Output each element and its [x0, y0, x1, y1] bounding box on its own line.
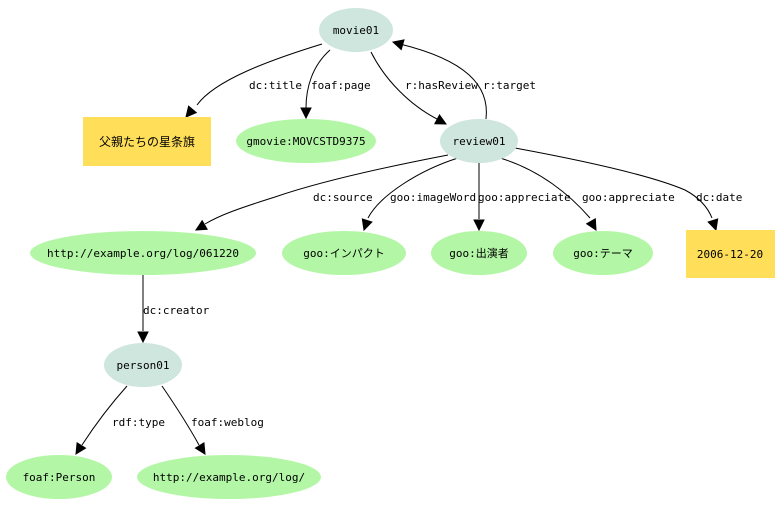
- edge-label-dc-source: dc:source: [313, 191, 373, 204]
- node-label-goo-theme: goo:テーマ: [573, 247, 633, 260]
- edge-review-target: r:target: [391, 39, 536, 120]
- nodes: movie01 父親たちの星条旗 gmovie:MOVCSTD9375 revi…: [6, 8, 775, 499]
- edge-review-imageword: goo:imageWord: [361, 157, 476, 232]
- node-label-movie01: movie01: [333, 24, 379, 37]
- edge-label-foaf-weblog: foaf:weblog: [191, 416, 264, 429]
- node-label-date-literal: 2006-12-20: [697, 248, 763, 261]
- edge-movie-page: foaf:page: [300, 49, 371, 120]
- edge-label-foaf-page: foaf:page: [311, 79, 371, 92]
- node-foaf-person: foaf:Person: [6, 455, 112, 499]
- node-title-literal: 父親たちの星条旗: [83, 117, 211, 166]
- edge-person-weblog: foaf:weblog: [161, 385, 264, 455]
- node-label-gmovie: gmovie:MOVCSTD9375: [246, 135, 365, 148]
- node-label-log-061220: http://example.org/log/061220: [47, 247, 239, 260]
- edge-review-date: dc:date: [514, 147, 742, 232]
- node-label-goo-impact: goo:インパクト: [303, 247, 385, 260]
- node-gmovie: gmovie:MOVCSTD9375: [236, 119, 376, 163]
- edge-movie-title: dc:title: [185, 43, 323, 118]
- node-date-literal: 2006-12-20: [686, 230, 775, 278]
- node-log-root: http://example.org/log/: [137, 455, 321, 499]
- node-goo-impact: goo:インパクト: [282, 231, 406, 275]
- edge-log-creator: dc:creator: [137, 275, 210, 344]
- edge-label-dc-creator: dc:creator: [143, 304, 210, 317]
- edge-label-appreciate-2: goo:appreciate: [582, 191, 675, 204]
- node-person01: person01: [104, 343, 182, 387]
- edge-label-dc-title: dc:title: [249, 79, 302, 92]
- node-goo-cast: goo:出演者: [431, 231, 527, 275]
- node-label-foaf-person: foaf:Person: [23, 471, 96, 484]
- edge-person-type: rdf:type: [75, 385, 165, 455]
- node-label-log-root: http://example.org/log/: [153, 471, 305, 484]
- node-label-title-literal: 父親たちの星条旗: [99, 134, 195, 149]
- edge-review-source: dc:source: [195, 154, 449, 231]
- node-goo-theme: goo:テーマ: [553, 231, 653, 275]
- edges: dc:title foaf:page r:hasReview r:target …: [75, 39, 742, 455]
- edge-label-appreciate-1: goo:appreciate: [478, 191, 571, 204]
- edge-label-image-word: goo:imageWord: [390, 191, 476, 204]
- edge-review-appreciate-2: goo:appreciate: [499, 157, 675, 231]
- edge-label-rdf-type: rdf:type: [112, 416, 165, 429]
- node-label-person01: person01: [117, 359, 170, 372]
- edge-label-has-review: r:hasReview: [405, 79, 478, 92]
- edge-review-appreciate-1: goo:appreciate: [473, 161, 571, 232]
- node-label-goo-cast: goo:出演者: [449, 246, 509, 260]
- node-log-061220: http://example.org/log/061220: [30, 231, 256, 275]
- node-movie01: movie01: [319, 8, 393, 52]
- node-label-review01: review01: [453, 135, 506, 148]
- edge-label-dc-date: dc:date: [696, 191, 742, 204]
- edge-label-target: r:target: [483, 79, 536, 92]
- node-review01: review01: [440, 119, 518, 163]
- edge-movie-review: r:hasReview: [370, 51, 478, 125]
